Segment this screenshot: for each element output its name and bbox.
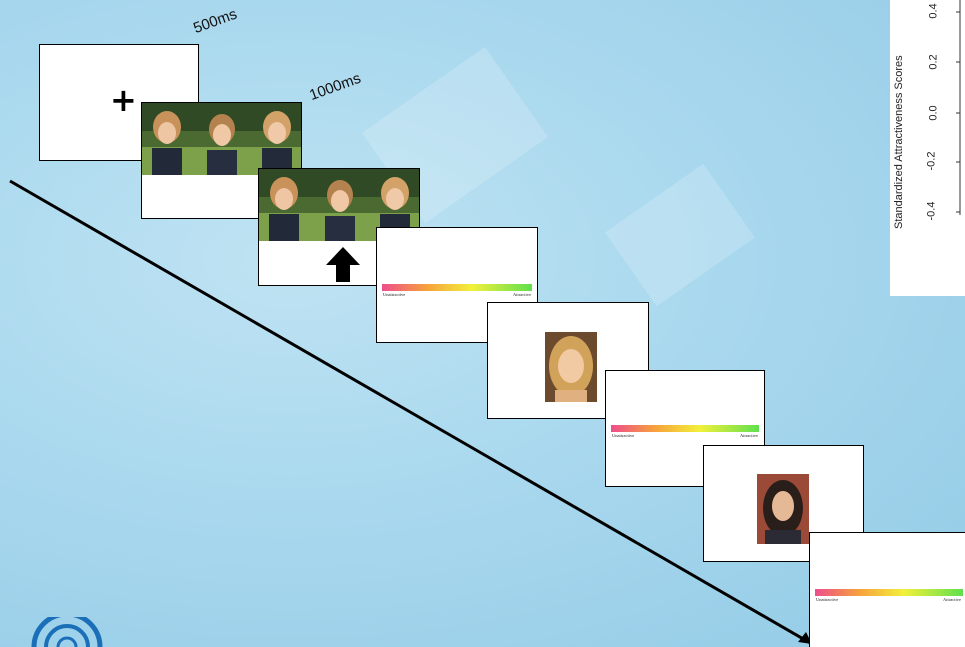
logo-icon [31, 617, 103, 647]
group-photo [142, 103, 301, 175]
rating-frame-3: Unattractive Attractive [809, 532, 965, 647]
scale-left-label: Unattractive [383, 292, 406, 297]
rating-scale-bar [611, 425, 759, 432]
group-photo-frame [141, 102, 302, 219]
rating-scale-bar [382, 284, 532, 291]
fixation-cross: + [110, 81, 137, 119]
scale-right-label: Attractive [513, 292, 531, 297]
group-photo-cued [259, 169, 419, 241]
chart-fragment: Standardized Attractiveness Scores 0.4 0… [890, 0, 965, 296]
scale-right-label: Attractive [943, 597, 961, 602]
rating-scale-bar [815, 589, 963, 596]
face-photo [545, 332, 597, 402]
chart-axis [956, 0, 961, 215]
scale-left-label: Unattractive [816, 597, 839, 602]
scale-right-label: Attractive [740, 433, 758, 438]
face-photo [757, 474, 809, 544]
scale-left-label: Unattractive [612, 433, 635, 438]
up-arrow-icon [326, 247, 360, 282]
